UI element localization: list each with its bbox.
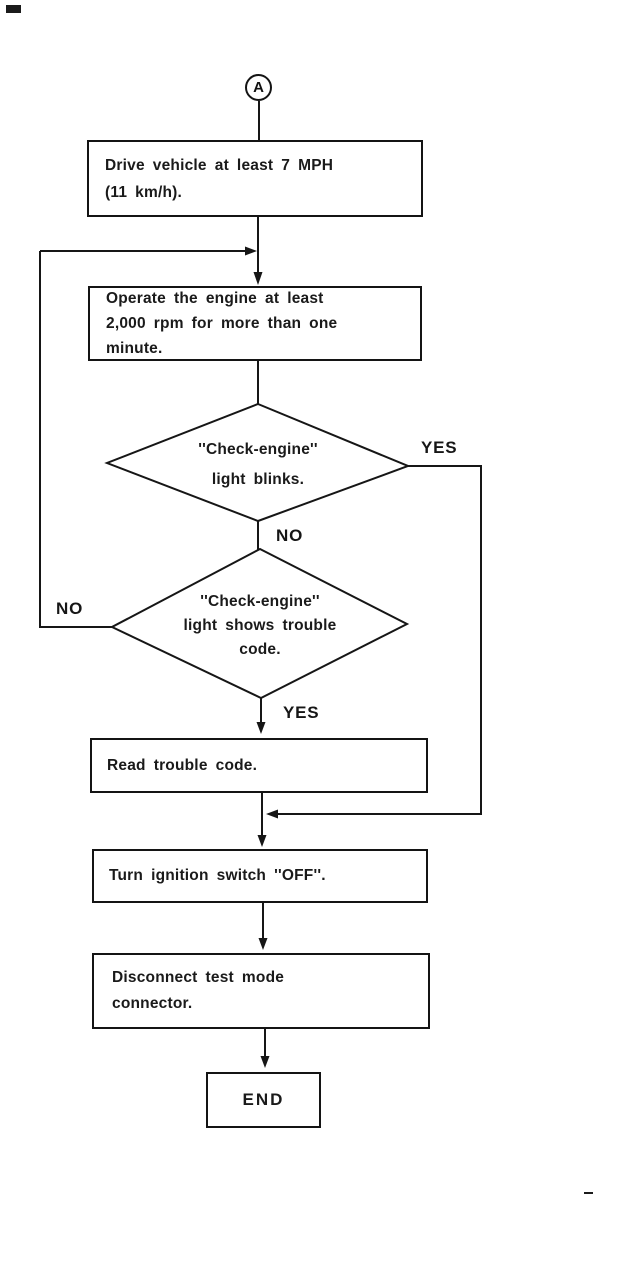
terminal-box-end: END xyxy=(206,1072,321,1128)
arrowhead-down-into-operate xyxy=(253,272,263,285)
decision-text-line: light shows trouble xyxy=(183,617,337,634)
connector-circle-a: A xyxy=(245,74,272,101)
scan-artifact-top-left xyxy=(6,5,21,13)
branch-label-no-blinks: NO xyxy=(276,526,304,545)
arrowhead-down-into-disconnect xyxy=(258,938,268,950)
decision-text-blinks: ''Check-engine'' light blinks. xyxy=(158,435,358,495)
process-text-line: (11 km/h). xyxy=(105,183,182,201)
arrowhead-left-merge xyxy=(266,809,278,819)
process-text-line: 2,000 rpm for more than one xyxy=(106,315,338,332)
process-text-line: minute. xyxy=(106,340,163,357)
process-text-line: connector. xyxy=(112,995,193,1012)
process-text-line: Read trouble code. xyxy=(107,756,258,774)
process-text-line: Turn ignition switch ''OFF''. xyxy=(109,867,326,884)
decision-text-line: ''Check-engine'' xyxy=(198,441,318,458)
process-text-line: Disconnect test mode xyxy=(112,969,285,986)
process-box-read-trouble-code: Read trouble code. xyxy=(90,738,428,793)
connector-a-label: A xyxy=(253,79,264,96)
decision-text-line: code. xyxy=(239,641,281,658)
process-box-operate-engine: Operate the engine at least 2,000 rpm fo… xyxy=(88,286,422,361)
branch-label-yes-trouble: YES xyxy=(283,703,320,722)
arrowhead-right-junction xyxy=(245,246,257,256)
end-label: END xyxy=(242,1090,285,1109)
edge-yes-blinks xyxy=(278,465,482,815)
process-text-line: Drive vehicle at least 7 MPH xyxy=(105,156,334,174)
decision-text-line: light blinks. xyxy=(211,471,305,488)
arrowhead-down-into-read xyxy=(256,722,266,734)
scan-artifact-bottom-right xyxy=(584,1192,593,1194)
process-box-drive-vehicle: Drive vehicle at least 7 MPH (11 km/h). xyxy=(87,140,423,217)
arrowhead-down-into-end xyxy=(260,1056,270,1068)
process-box-disconnect-connector: Disconnect test mode connector. xyxy=(92,953,430,1029)
arrowhead-down-into-ignition xyxy=(257,835,267,847)
edge-no-loop xyxy=(39,251,112,628)
process-text-line: Operate the engine at least xyxy=(106,290,324,307)
decision-text-line: ''Check-engine'' xyxy=(200,593,320,610)
branch-label-no-trouble: NO xyxy=(56,599,84,618)
decision-text-trouble: ''Check-engine'' light shows trouble cod… xyxy=(160,590,360,662)
branch-label-yes-blinks: YES xyxy=(421,438,458,457)
process-box-ignition-off: Turn ignition switch ''OFF''. xyxy=(92,849,428,903)
